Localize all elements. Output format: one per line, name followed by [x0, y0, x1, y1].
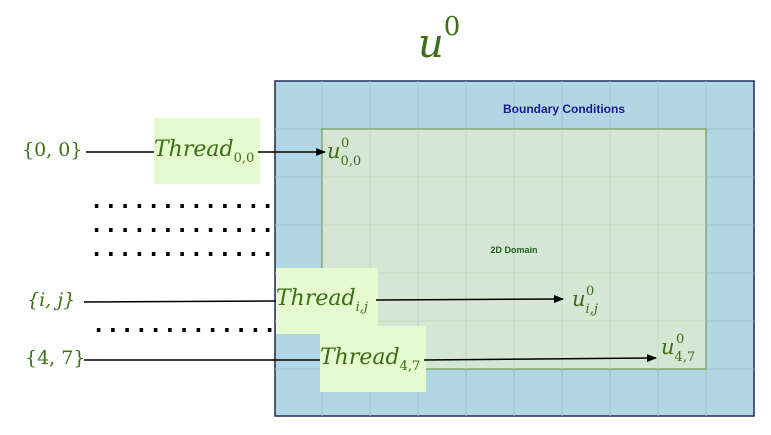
domain-label: 2D Domain [490, 245, 537, 255]
arrow-index-to-thread-i-j [83, 300, 277, 303]
u-sup-i-j: 0 [586, 284, 594, 299]
ellipsis-row-3: ............. [90, 237, 275, 262]
thread-box-i-j [276, 268, 378, 334]
ellipsis-row-1: ............. [90, 189, 275, 214]
u-label-4-7: u4,7 [661, 335, 695, 365]
thread-label-i-j: Threadi,j [276, 286, 368, 315]
arrow-thread-to-u-i-j [375, 295, 564, 304]
thread-box-4-7 [320, 326, 426, 392]
thread-box-0-0 [154, 118, 260, 184]
diagram-title: u0 [418, 12, 460, 67]
index-label-0-0: {0, 0} [22, 139, 82, 161]
u-sup-0-0: 0 [341, 136, 349, 151]
index-label-i-j: {i, j} [27, 289, 75, 311]
thread-label-4-7: Thread4,7 [320, 345, 420, 374]
thread-label-0-0: Thread0,0 [154, 137, 254, 166]
ellipsis-row-4: ............. [92, 313, 277, 338]
u-sup-4-7: 0 [676, 332, 684, 347]
u-label-i-j: ui,j [572, 287, 598, 317]
boundary-conditions-label: Boundary Conditions [503, 102, 625, 116]
index-label-4-7: {4, 7} [25, 347, 85, 369]
ellipsis-row-2: ............. [90, 213, 275, 238]
u-label-0-0: u0,0 [327, 139, 361, 169]
arrow-thread-to-u-4-7 [423, 354, 657, 363]
